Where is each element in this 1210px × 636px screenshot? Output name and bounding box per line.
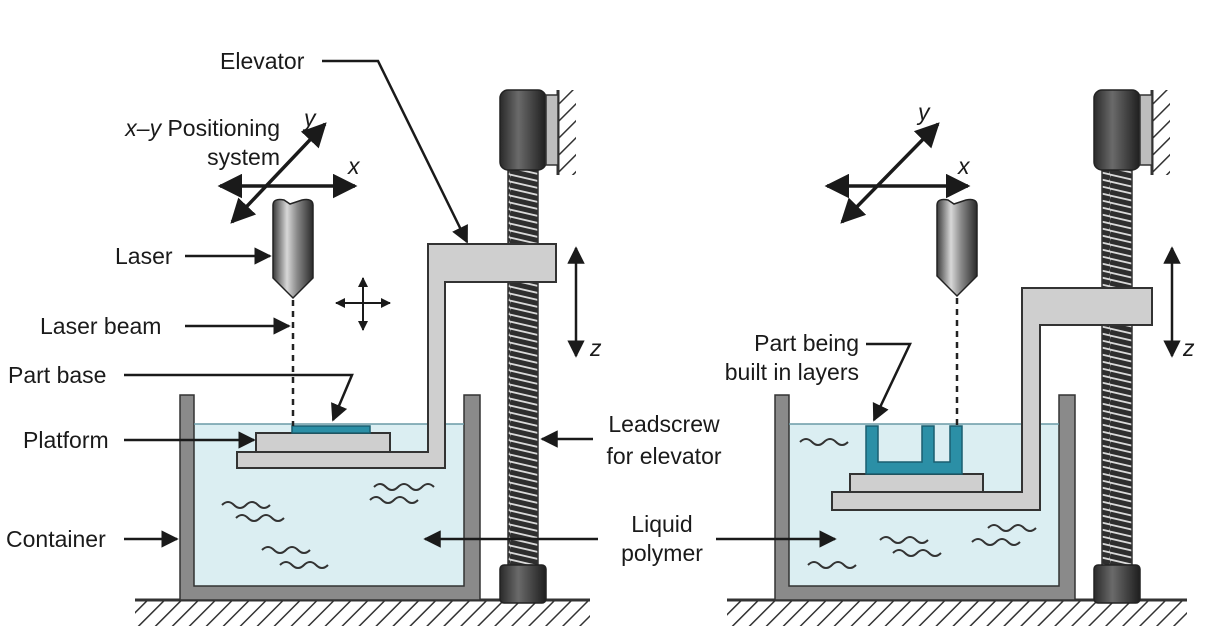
xy-axes-right — [824, 122, 971, 224]
wall-right — [1152, 90, 1170, 175]
liquid-waves-right — [799, 438, 1037, 569]
x-axis-label-left: x — [347, 153, 361, 179]
leadscrew-label: Leadscrew — [608, 411, 720, 437]
part-base — [291, 425, 371, 434]
elevator-label: Elevator — [220, 48, 305, 74]
container-label: Container — [6, 526, 106, 552]
leadscrew-right — [1093, 89, 1153, 604]
part-being-built-label-2: built in layers — [725, 359, 859, 385]
leadscrew-label-2: for elevator — [606, 443, 721, 469]
leader-lines-left — [124, 59, 598, 548]
laser-right — [936, 198, 978, 426]
laser-label: Laser — [115, 243, 173, 269]
floor-right — [727, 600, 1187, 626]
y-axis-label-right: y — [916, 99, 931, 125]
liquid-polymer-label-2: polymer — [621, 540, 703, 566]
liquid-polymer-label: Liquid — [631, 511, 692, 537]
leader-lines-right — [716, 342, 912, 548]
laser-beam-label: Laser beam — [40, 313, 161, 339]
platform-label: Platform — [23, 427, 109, 453]
xy-axes-left — [217, 122, 358, 224]
leadscrew-left — [499, 89, 559, 604]
platform-left — [255, 432, 391, 453]
floor-left — [135, 600, 590, 626]
z-axis-label-right: z — [1182, 335, 1195, 361]
wall-left — [558, 90, 576, 175]
xy-positioning-label: x–y Positioning — [124, 115, 280, 141]
right-panel: x y z Part being built in layers — [716, 89, 1195, 626]
laser-left — [272, 198, 314, 426]
part-being-built — [865, 425, 963, 475]
left-panel: x y z Elevator x–y Positioning system La… — [6, 48, 602, 626]
y-axis-label-left: y — [302, 105, 317, 131]
liquid-waves-left — [221, 483, 435, 569]
xy-positioning-label-2: system — [207, 144, 280, 170]
part-being-built-label: Part being — [754, 330, 859, 356]
move-cross-icon — [335, 277, 391, 331]
part-base-label: Part base — [8, 362, 106, 388]
z-axis-label-left: z — [589, 335, 602, 361]
x-axis-label-right: x — [957, 153, 971, 179]
platform-right — [849, 473, 984, 493]
